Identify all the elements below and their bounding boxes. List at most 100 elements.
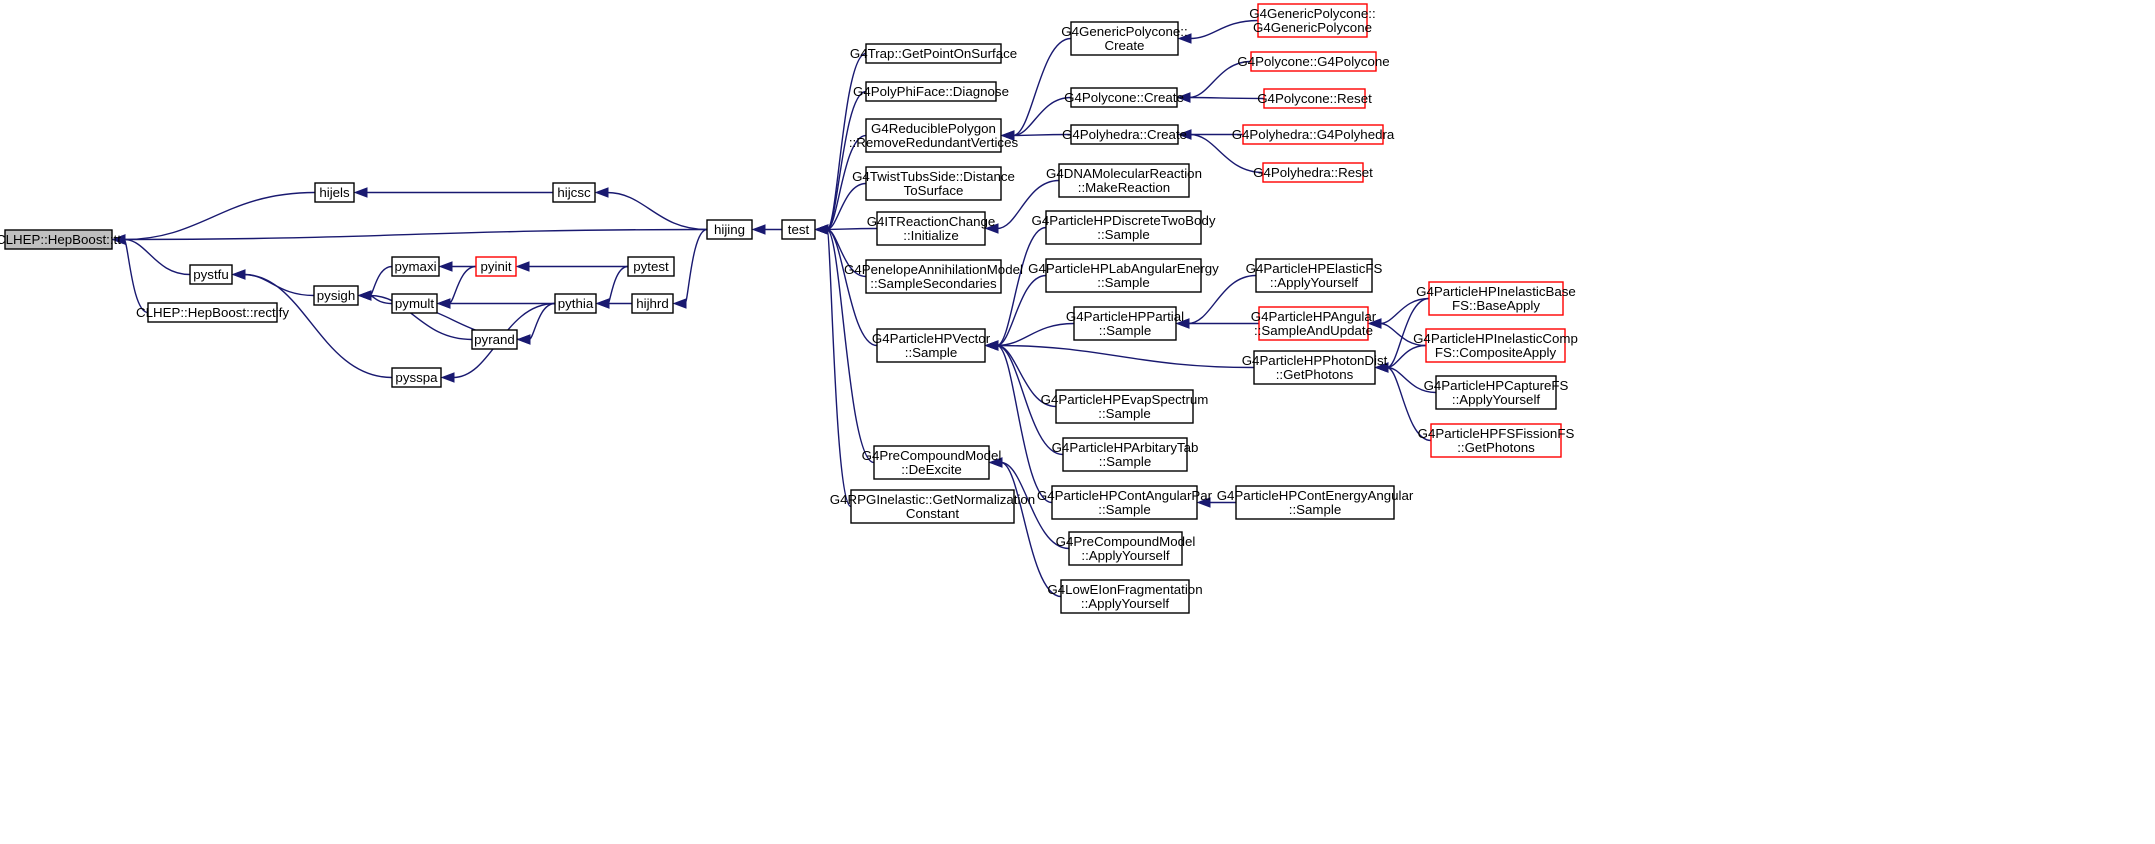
node-lowe[interactable]: G4LowEIonFragmentation::ApplyYourself: [1047, 579, 1203, 614]
edge-line: [826, 227, 878, 231]
node-label: ::GetPhotons: [1457, 440, 1535, 455]
node-polyhedracreate[interactable]: G4Polyhedra::Create: [1062, 124, 1187, 145]
node-penelope[interactable]: G4PenelopeAnnihilationModel::SampleSecon…: [844, 259, 1023, 294]
node-polyconecreate[interactable]: G4Polycone::Create: [1064, 87, 1184, 108]
node-label: G4ParticleHPDiscreteTwoBody: [1031, 213, 1215, 228]
node-label: G4PenelopeAnnihilationModel: [844, 262, 1023, 277]
edge-line: [1386, 366, 1432, 442]
node-polyhedrareset[interactable]: G4Polyhedra::Reset: [1253, 162, 1373, 183]
edge-hijing-to-tt: [111, 228, 708, 245]
node-hijels[interactable]: hijels: [314, 182, 355, 203]
node-pymult[interactable]: pymult: [391, 293, 438, 314]
node-box: [1070, 124, 1179, 145]
node-pymaxi[interactable]: pymaxi: [391, 256, 440, 277]
node-box: [865, 166, 1002, 201]
node-tt[interactable]: CLHEP::HepBoost::tt: [0, 229, 121, 250]
node-label: ::Sample: [905, 345, 957, 360]
node-label: G4ParticleHPPartial: [1066, 309, 1184, 324]
edge-hpphoton-to-hpvector: [984, 340, 1255, 369]
node-label: pythia: [558, 296, 594, 311]
node-label: G4ParticleHPContEnergyAngular: [1217, 488, 1414, 503]
node-polyhedractor[interactable]: G4Polyhedra::G4Polyhedra: [1232, 124, 1395, 145]
node-box: [1435, 375, 1557, 410]
node-label: ::GetPhotons: [1276, 367, 1354, 382]
node-box: [189, 264, 233, 285]
node-box: [1263, 88, 1366, 109]
edge-line: [826, 90, 867, 231]
node-label: G4ParticleHPInelasticComp: [1413, 331, 1578, 346]
node-polyconereset[interactable]: G4Polycone::Reset: [1257, 88, 1372, 109]
node-test[interactable]: test: [781, 219, 816, 240]
node-pyrand[interactable]: pyrand: [471, 329, 518, 350]
node-hpcapture[interactable]: G4ParticleHPCaptureFS::ApplyYourself: [1424, 375, 1569, 410]
node-pytest[interactable]: pytest: [627, 256, 675, 277]
arrowhead-icon: [814, 224, 829, 235]
node-hppartial[interactable]: G4ParticleHPPartial::Sample: [1066, 306, 1184, 341]
node-box: [865, 81, 997, 102]
node-genpolycreate[interactable]: G4GenericPolycone::Create: [1061, 21, 1188, 56]
node-pythia[interactable]: pythia: [554, 293, 597, 314]
node-box: [1262, 162, 1364, 183]
edge-line: [826, 228, 878, 347]
node-polyconector[interactable]: G4Polycone::G4Polycone: [1237, 51, 1390, 72]
node-rectify[interactable]: CLHEP::HepBoost::rectify: [136, 302, 289, 323]
node-itreact[interactable]: G4ITReactionChange::Initialize: [867, 211, 996, 246]
node-precompapply[interactable]: G4PreCompoundModel::ApplyYourself: [1056, 531, 1196, 566]
node-hpvector[interactable]: G4ParticleHPVector::Sample: [872, 328, 991, 363]
node-hpphoton[interactable]: G4ParticleHPPhotonDist::GetPhotons: [1242, 350, 1388, 385]
edge-line: [1000, 461, 1062, 598]
edge-hijels-to-tt: [111, 191, 316, 245]
node-pystfu[interactable]: pystfu: [189, 264, 233, 285]
node-polyphi[interactable]: G4PolyPhiFace::Diagnose: [853, 81, 1009, 102]
node-label: ::Sample: [1097, 275, 1149, 290]
node-hparb[interactable]: G4ParticleHPArbitaryTab::Sample: [1052, 437, 1199, 472]
node-label: G4ParticleHPCaptureFS: [1424, 378, 1569, 393]
node-box: [873, 445, 990, 480]
node-hpdiscrete[interactable]: G4ParticleHPDiscreteTwoBody::Sample: [1031, 210, 1216, 245]
node-hpcontenergy[interactable]: G4ParticleHPContEnergyAngular::Sample: [1217, 485, 1414, 520]
node-label: hijhrd: [636, 296, 669, 311]
node-precompdex[interactable]: G4PreCompoundModel::DeExcite: [862, 445, 1002, 480]
edge-polyhedracreate-to-redpoly: [1000, 130, 1072, 141]
node-hijcsc[interactable]: hijcsc: [552, 182, 596, 203]
edge-line: [123, 238, 149, 314]
node-pysigh[interactable]: pysigh: [313, 285, 359, 306]
node-hplab[interactable]: G4ParticleHPLabAngularEnergy::Sample: [1028, 258, 1219, 293]
edge-rectify-to-tt: [111, 234, 149, 314]
node-hpinelcomp[interactable]: G4ParticleHPInelasticCompFS::CompositeAp…: [1413, 328, 1578, 363]
node-trap[interactable]: G4Trap::GetPointOnSurface: [850, 43, 1017, 64]
node-hijhrd[interactable]: hijhrd: [631, 293, 674, 314]
node-dnamol[interactable]: G4DNAMolecularReaction::MakeReaction: [1046, 163, 1202, 198]
node-box: [1250, 51, 1377, 72]
node-hpangular[interactable]: G4ParticleHPAngular::SampleAndUpdate: [1251, 306, 1377, 341]
node-genpolyctor[interactable]: G4GenericPolycone::G4GenericPolycone: [1249, 3, 1376, 38]
edge-rpg-to-test: [814, 224, 852, 508]
arrowhead-icon: [751, 224, 766, 235]
arrowhead-icon: [1000, 130, 1015, 141]
node-pyinit[interactable]: pyinit: [475, 256, 517, 277]
node-label: Create: [1105, 38, 1145, 53]
node-hpfission[interactable]: G4ParticleHPFSFissionFS::GetPhotons: [1418, 423, 1575, 458]
node-hpelastic[interactable]: G4ParticleHPElasticFS::ApplyYourself: [1246, 258, 1383, 293]
edge-line: [996, 344, 1064, 456]
node-hijing[interactable]: hijing: [706, 219, 753, 240]
node-hpevap[interactable]: G4ParticleHPEvapSpectrum::Sample: [1041, 389, 1209, 424]
node-box: [1070, 21, 1179, 56]
node-hpcontang[interactable]: G4ParticleHPContAngularPar::Sample: [1037, 485, 1213, 520]
edge-polyconereset-to-polyconecreate: [1176, 92, 1265, 103]
edge-pyrand-to-pysigh: [357, 290, 473, 341]
edge-hijcsc-to-hijels: [353, 187, 553, 198]
node-label: hijing: [714, 222, 745, 237]
node-label: FS::BaseApply: [1452, 298, 1540, 313]
node-pysspa[interactable]: pysspa: [391, 367, 442, 388]
node-label: pysigh: [317, 288, 355, 303]
node-box: [865, 43, 1002, 64]
node-redpoly[interactable]: G4ReduciblePolygon::RemoveRedundantVerti…: [849, 118, 1019, 153]
edge-hijhrd-to-pythia: [595, 298, 633, 309]
arrowhead-icon: [438, 261, 453, 272]
node-label: G4ParticleHPInelasticBase: [1416, 284, 1576, 299]
node-label: CLHEP::HepBoost::rectify: [136, 305, 289, 320]
